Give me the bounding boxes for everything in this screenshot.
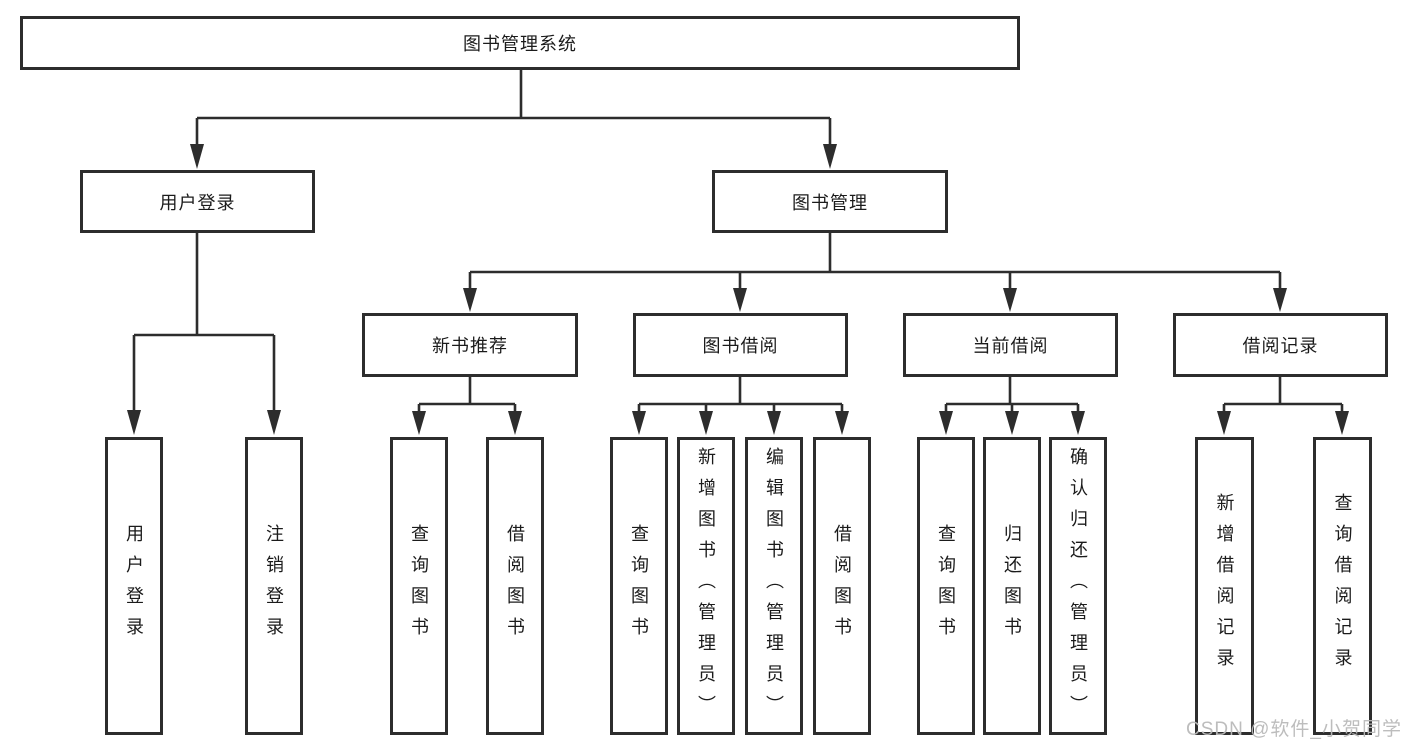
- leaf-query-book-recommend: 查询图书: [390, 437, 448, 735]
- leaf-return-book-label: 归还图书: [1002, 524, 1022, 648]
- leaf-borrow-book-borrowing-label: 借阅图书: [832, 524, 852, 648]
- node-borrowing-records-label: 借阅记录: [1242, 336, 1319, 356]
- leaf-borrow-book-recommend-label: 借阅图书: [505, 524, 525, 648]
- leaf-confirm-return-admin-label: 确认归还（管理员）: [1068, 446, 1088, 726]
- node-book-management-label: 图书管理: [792, 192, 868, 213]
- node-book-borrowing: 图书借阅: [633, 313, 848, 377]
- node-borrowing-records: 借阅记录: [1173, 313, 1388, 377]
- leaf-user-login: 用户登录: [105, 437, 163, 735]
- leaf-query-book-borrowing-label: 查询图书: [629, 524, 649, 648]
- node-root-label: 图书管理系统: [463, 34, 577, 54]
- node-current-borrowing-label: 当前借阅: [972, 336, 1049, 356]
- csdn-watermark: CSDN @软件_小贺同学: [1186, 719, 1402, 740]
- node-book-management: 图书管理: [712, 170, 948, 233]
- leaf-edit-book-admin-label: 编辑图书（管理员）: [764, 446, 784, 726]
- leaf-borrow-book-borrowing: 借阅图书: [813, 437, 871, 735]
- leaf-user-login-label: 用户登录: [124, 524, 144, 648]
- leaf-logout: 注销登录: [245, 437, 303, 735]
- leaf-query-book-recommend-label: 查询图书: [409, 524, 429, 648]
- node-current-borrowing: 当前借阅: [903, 313, 1118, 377]
- leaf-add-borrow-record: 新增借阅记录: [1195, 437, 1254, 735]
- node-new-book-recommend: 新书推荐: [362, 313, 578, 377]
- leaf-query-book-borrowing: 查询图书: [610, 437, 668, 735]
- node-user-login: 用户登录: [80, 170, 315, 233]
- node-user-login-label: 用户登录: [159, 192, 236, 213]
- leaf-logout-label: 注销登录: [264, 524, 284, 648]
- leaf-query-book-current: 查询图书: [917, 437, 975, 735]
- leaf-add-book-admin-label: 新增图书（管理员）: [696, 446, 716, 726]
- node-book-borrowing-label: 图书借阅: [702, 336, 779, 356]
- node-root: 图书管理系统: [20, 16, 1020, 70]
- node-new-book-recommend-label: 新书推荐: [432, 336, 508, 356]
- leaf-query-borrow-record: 查询借阅记录: [1313, 437, 1372, 735]
- leaf-borrow-book-recommend: 借阅图书: [486, 437, 544, 735]
- leaf-confirm-return-admin: 确认归还（管理员）: [1049, 437, 1107, 735]
- leaf-add-borrow-record-label: 新增借阅记录: [1214, 493, 1235, 679]
- leaf-return-book: 归还图书: [983, 437, 1041, 735]
- leaf-add-book-admin: 新增图书（管理员）: [677, 437, 735, 735]
- leaf-query-borrow-record-label: 查询借阅记录: [1332, 493, 1353, 679]
- leaf-query-book-current-label: 查询图书: [936, 524, 956, 648]
- leaf-edit-book-admin: 编辑图书（管理员）: [745, 437, 803, 735]
